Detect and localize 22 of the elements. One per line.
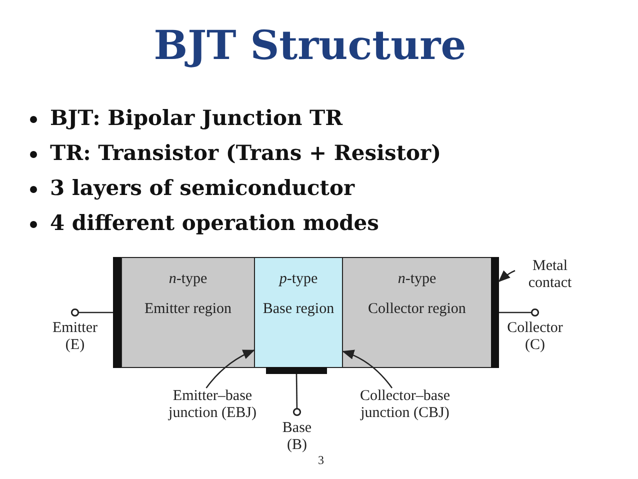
bullet-item: TR: Transistor (Trans + Resistor) [50, 140, 442, 165]
metal-contact-bar [266, 367, 327, 374]
callout-label: Metal contact [515, 258, 585, 294]
bullet-item: 4 different operation modes [50, 210, 379, 235]
callout-label: Emitter–base junction (EBJ) [150, 388, 275, 446]
leader-line [498, 270, 516, 282]
callout-label: Collector–base junction (CBJ) [340, 388, 470, 446]
base-region: p-type Base region [254, 257, 343, 368]
terminal-lead [292, 374, 302, 416]
bullet-item: 3 layers of semiconductor [50, 175, 355, 200]
leader-line [206, 350, 255, 388]
emitter-region: n-type Emitter region [121, 257, 255, 368]
terminal-lead [70, 308, 113, 317]
metal-contact-bar [491, 257, 499, 368]
terminal-label: Emitter (E) [45, 312, 105, 356]
terminal-label: Collector (C) [500, 312, 570, 356]
metal-contact-bar [113, 257, 121, 368]
terminal-lead [499, 308, 540, 317]
leader-line [342, 350, 393, 388]
slide-title: BJT Structure [152, 22, 468, 69]
collector-region: n-type Collector region [342, 257, 492, 368]
bullet-item: BJT: Bipolar Junction TR [50, 105, 343, 130]
